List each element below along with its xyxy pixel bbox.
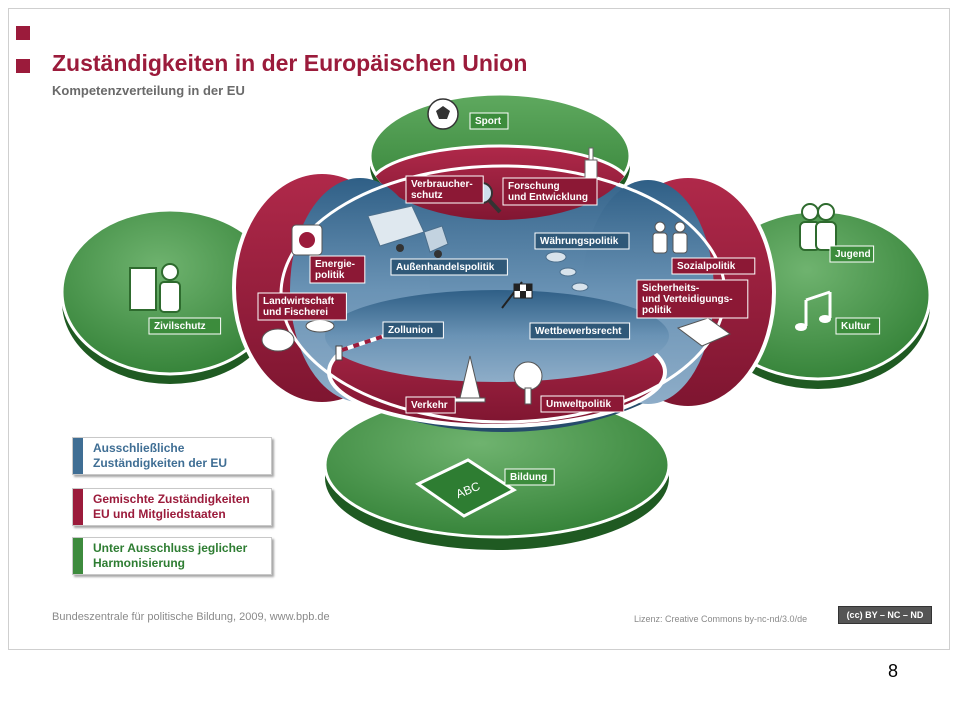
label-text: Landwirtschaft (263, 296, 335, 307)
label-box (148, 317, 222, 335)
legend-text: Ausschließliche Zuständigkeiten der EU (93, 441, 228, 470)
accent-square (16, 59, 30, 73)
legend-item-harmonisation: Unter Ausschluss jeglicher Harmonisierun… (72, 537, 272, 575)
red-segment-top (370, 144, 630, 220)
label-box (390, 258, 508, 276)
label-text: und Fischerei (263, 307, 328, 318)
label-verbraucher: Verbraucher-schutz (405, 175, 484, 204)
tree-icon (513, 361, 543, 405)
barrier-icon (335, 332, 391, 361)
label-box (405, 396, 456, 414)
label-sicherheit: Sicherheits-und Verteidigungs-politik (636, 279, 749, 319)
label-bildung: Bildung (504, 468, 555, 486)
label-waehrung: Währungspolitik (534, 232, 630, 250)
label-box (502, 177, 598, 206)
power-plug-icon (291, 224, 323, 256)
label-box (382, 321, 444, 339)
label-box (257, 292, 347, 321)
label-text: Umweltpolitik (546, 399, 611, 410)
label-sport: Sport (469, 112, 509, 130)
coins-icon (545, 251, 589, 292)
label-text: schutz (411, 190, 443, 201)
label-text: Energie- (315, 259, 355, 270)
soccer-ball-icon (427, 98, 459, 130)
label-zollunion: Zollunion (382, 321, 444, 339)
legend-item-exclusive: Ausschließliche Zuständigkeiten der EU (72, 437, 272, 475)
label-box (405, 175, 484, 204)
label-text: Kultur (841, 321, 871, 332)
label-kultur: Kultur (835, 317, 881, 335)
label-jugend: Jugend (829, 245, 875, 263)
label-box (469, 112, 509, 130)
label-text: Außenhandelspolitik (396, 262, 495, 273)
label-text: Forschung (508, 181, 560, 192)
legend-text: Gemischte Zuständigkeiten EU und Mitglie… (93, 492, 250, 521)
person-shield-icon (129, 263, 181, 313)
legend-item-mixed: Gemischte Zuständigkeiten EU und Mitglie… (72, 488, 272, 526)
checkered-flag-icon (501, 281, 533, 309)
traffic-cone-icon (454, 355, 486, 403)
chalkboard-icon: ABC (415, 458, 517, 518)
legend-text: Unter Ausschluss jeglicher Harmonisierun… (93, 541, 248, 570)
label-box (504, 468, 555, 486)
label-wettbewerb: Wettbewerbsrecht (529, 322, 631, 340)
label-box (671, 257, 756, 275)
license-note: Lizenz: Creative Commons by-nc-nd/3.0/de (634, 614, 808, 624)
label-box (540, 395, 625, 413)
label-text: Bildung (510, 472, 547, 483)
label-text: Sozialpolitik (677, 261, 736, 272)
source-note: Bundeszentrale für politische Bildung, 2… (52, 611, 330, 623)
label-box (534, 232, 630, 250)
page-title: Zuständigkeiten in der Europäischen Unio… (52, 50, 528, 76)
music-note-icon (795, 290, 832, 331)
label-sozial: Sozialpolitik (671, 257, 756, 275)
label-text: Sicherheits- (642, 283, 699, 294)
label-text: Verbraucher- (411, 179, 473, 190)
label-text: Verkehr (411, 400, 448, 411)
label-text: Zollunion (388, 325, 433, 336)
label-box (835, 317, 881, 335)
label-text: Sport (475, 116, 502, 127)
label-box (309, 255, 366, 284)
page-subtitle: Kompetenzverteilung in der EU (52, 83, 245, 98)
accent-square (16, 26, 30, 40)
label-box (529, 322, 631, 340)
label-text: und Entwicklung (508, 192, 588, 203)
label-zivilschutz: Zivilschutz (148, 317, 222, 335)
label-text: Währungspolitik (540, 236, 619, 247)
label-text: Jugend (835, 249, 871, 260)
youth-icon (799, 203, 837, 251)
truck-icon (367, 205, 449, 258)
label-text: Wettbewerbsrecht (535, 326, 622, 337)
label-box (829, 245, 875, 263)
label-text: politik (642, 305, 672, 316)
label-aussenhandel: Außenhandelspolitik (390, 258, 508, 276)
label-box (636, 279, 749, 319)
label-energie: Energie-politik (309, 255, 366, 284)
cow-fish-icon (261, 319, 335, 352)
cc-license-badge[interactable]: (cc) BY – NC – ND (838, 606, 932, 624)
label-text: Zivilschutz (154, 321, 206, 332)
label-text: politik (315, 270, 345, 281)
label-text: und Verteidigungs- (642, 294, 733, 305)
people-icon (652, 221, 688, 254)
page-number: 8 (888, 661, 899, 681)
label-verkehr: Verkehr (405, 396, 456, 414)
label-umwelt: Umweltpolitik (540, 395, 625, 413)
